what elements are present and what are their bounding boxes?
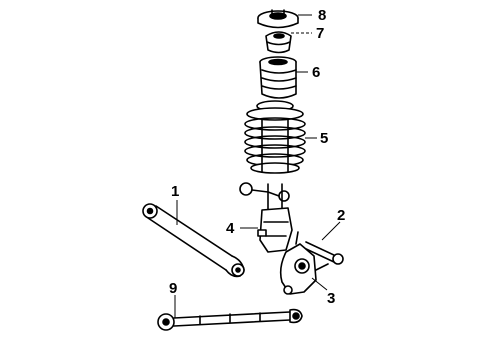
callout-9: 9 <box>169 280 177 297</box>
knuckle-part <box>279 231 329 295</box>
bump-stop-part <box>265 31 292 54</box>
link-part <box>303 241 344 265</box>
leader-3 <box>311 277 328 291</box>
lateral-link-part <box>157 308 303 331</box>
callout-7: 7 <box>316 25 324 42</box>
callout-6: 6 <box>312 64 320 81</box>
callout-3: 3 <box>327 290 335 307</box>
dust-boot-part <box>259 56 297 99</box>
callout-2: 2 <box>337 207 345 224</box>
callout-5: 5 <box>320 130 328 147</box>
control-arm-part <box>142 203 245 278</box>
leader-lines <box>174 14 341 318</box>
strut-mount-part <box>257 9 299 29</box>
callout-8: 8 <box>318 7 326 24</box>
callout-4: 4 <box>226 220 235 237</box>
strut-part <box>239 182 293 253</box>
callout-1: 1 <box>171 183 179 200</box>
leader-2 <box>321 221 341 241</box>
coil-spring-part <box>244 100 306 174</box>
